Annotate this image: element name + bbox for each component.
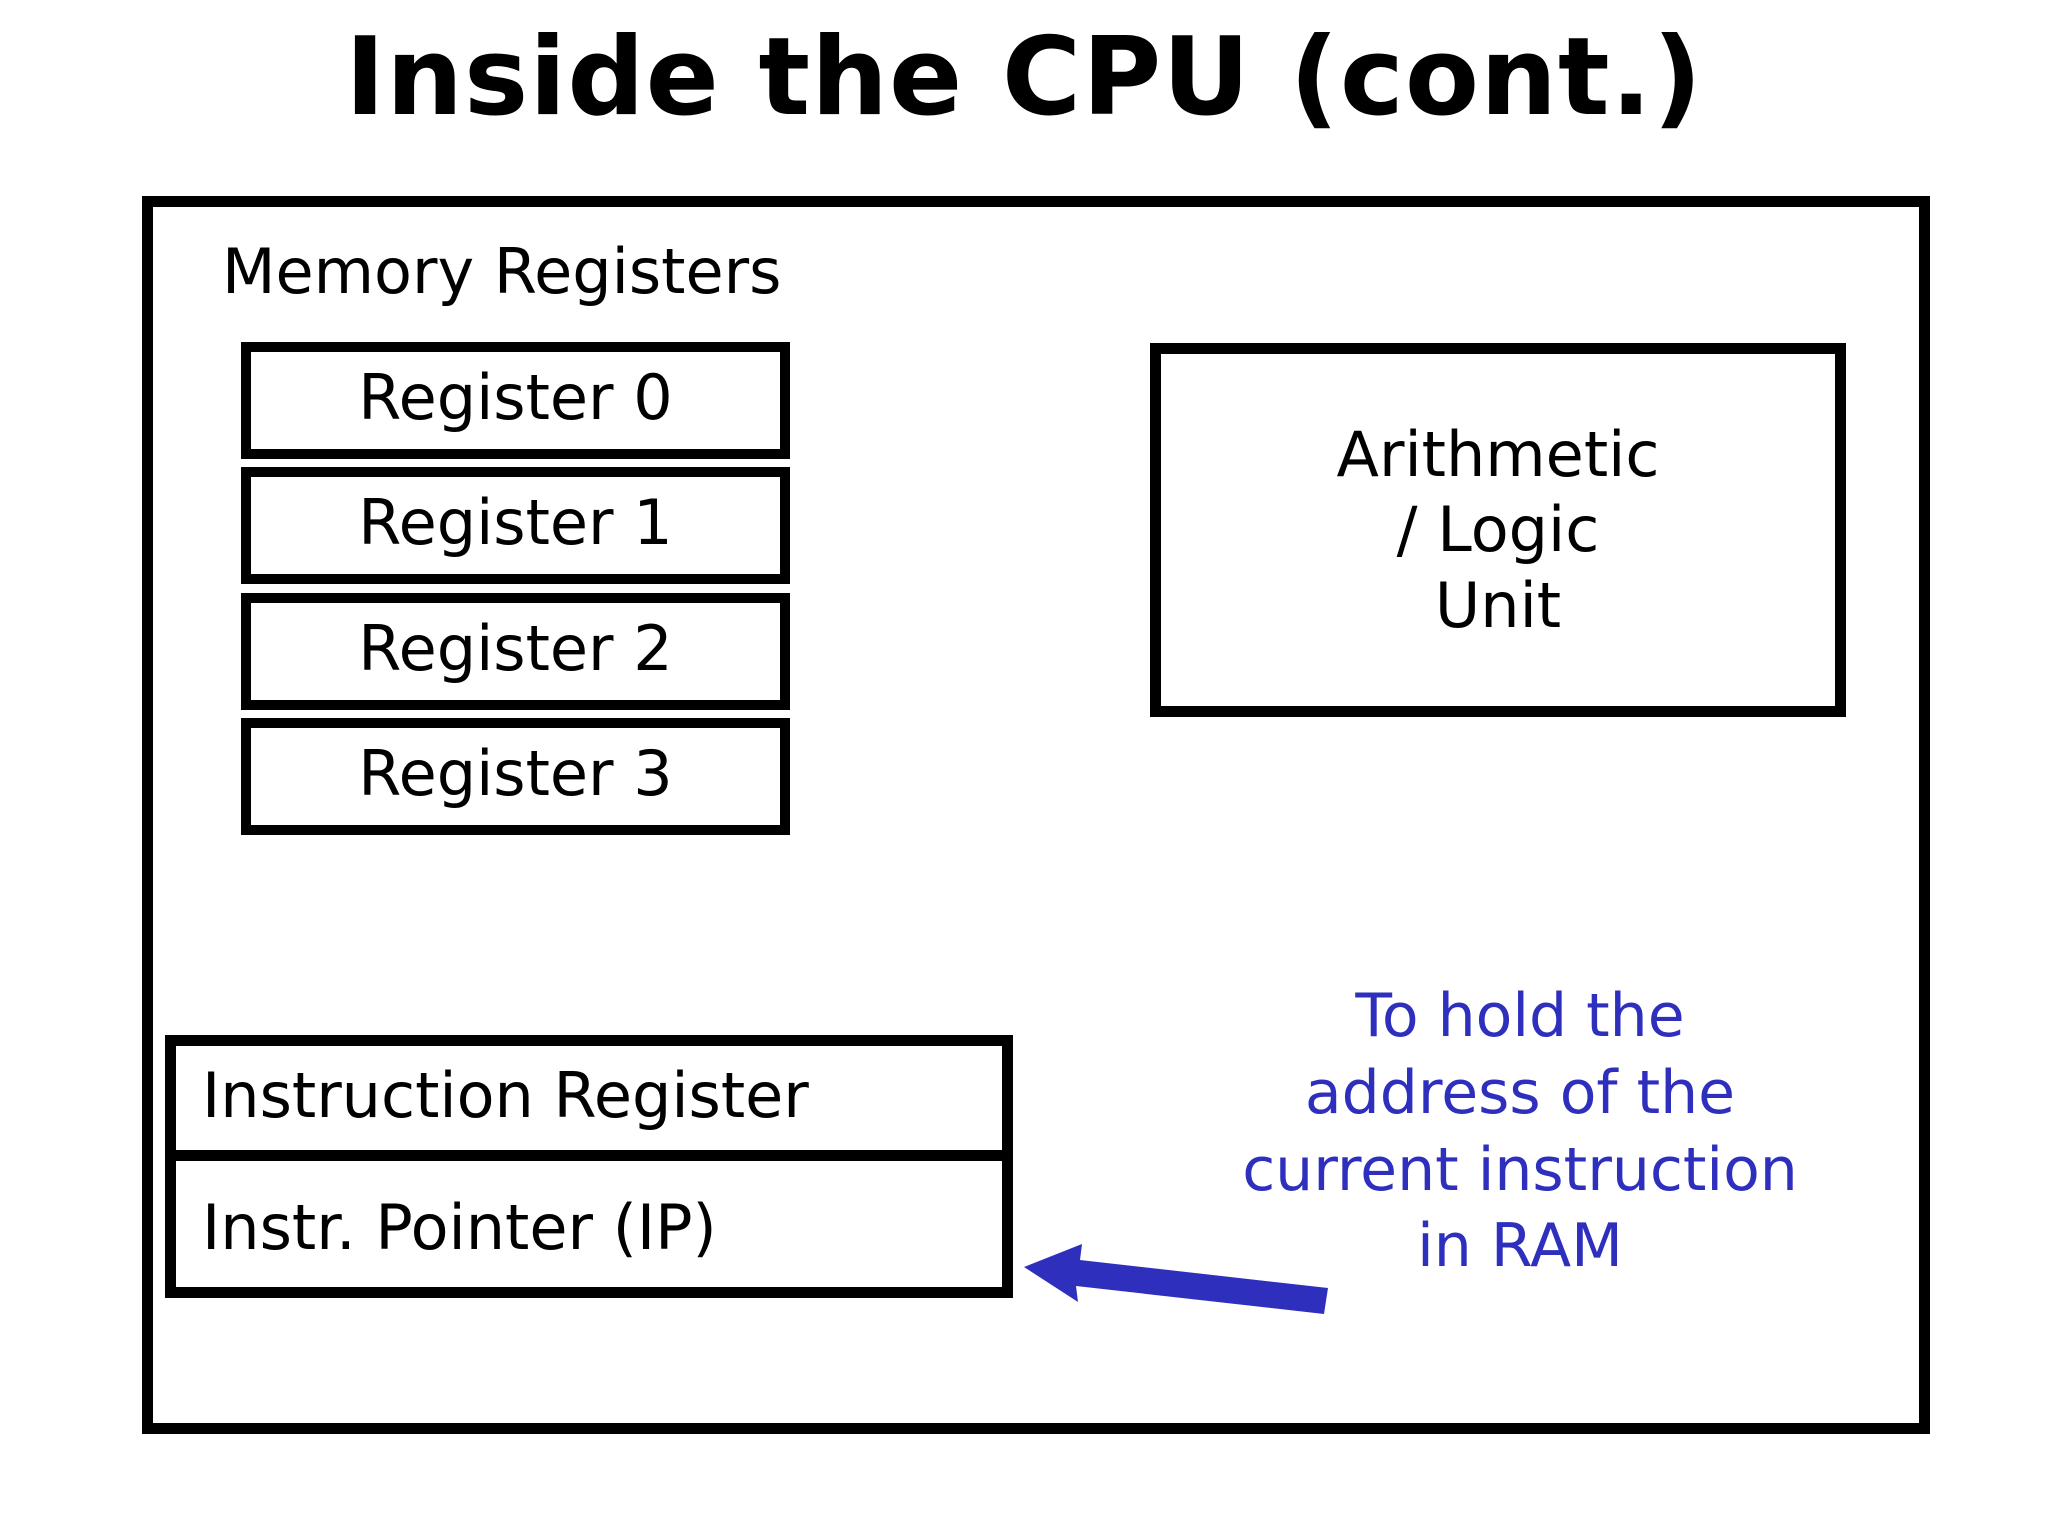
instruction-register-label: Instruction Register	[202, 1059, 809, 1132]
annotation-line-3: current instruction	[1242, 1134, 1798, 1205]
register-label-2: Register 2	[358, 611, 673, 685]
instruction-register-cell: Instruction Register	[176, 1046, 1002, 1161]
annotation-note: To hold the address of the current instr…	[1120, 978, 1920, 1285]
annotation-line-4: in RAM	[1417, 1211, 1623, 1282]
arithmetic-logic-unit-box: Arithmetic / Logic Unit	[1150, 343, 1846, 717]
register-label-3: Register 3	[358, 736, 673, 810]
register-box-3: Register 3	[241, 718, 790, 835]
alu-line-1: Arithmetic	[1336, 417, 1660, 491]
alu-line-2: / Logic	[1396, 493, 1600, 567]
instruction-pointer-cell: Instr. Pointer (IP)	[176, 1172, 1002, 1287]
memory-registers-label: Memory Registers	[222, 235, 782, 308]
annotation-line-1: To hold the	[1355, 981, 1685, 1051]
register-box-0: Register 0	[241, 342, 790, 459]
register-label-0: Register 0	[358, 360, 673, 434]
register-box-1: Register 1	[241, 467, 790, 584]
register-label-1: Register 1	[358, 485, 673, 559]
annotation-line-2: address of the	[1304, 1057, 1736, 1128]
alu-line-3: Unit	[1434, 568, 1562, 642]
register-box-2: Register 2	[241, 593, 790, 710]
page-title: Inside the CPU (cont.)	[344, 15, 1704, 140]
instruction-pointer-label: Instr. Pointer (IP)	[202, 1190, 717, 1264]
instruction-register-group: Instruction Register Instr. Pointer (IP)	[165, 1035, 1013, 1298]
